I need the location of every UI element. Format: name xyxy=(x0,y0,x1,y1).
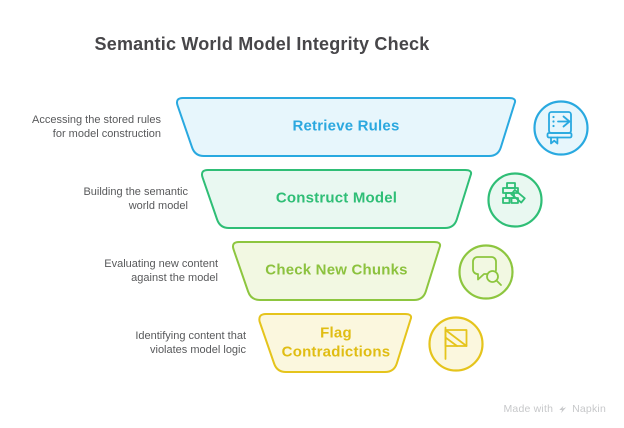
step-4-title: Flag Contradictions xyxy=(281,324,391,360)
step-2-title: Construct Model xyxy=(275,189,398,207)
napkin-credit: Made with Napkin xyxy=(503,403,606,415)
book-rules-icon xyxy=(532,99,590,157)
step-4-description: Identifying content that violates model … xyxy=(135,329,246,356)
brand-label: Napkin xyxy=(572,403,606,415)
napkin-logo-icon xyxy=(559,405,567,413)
step-1-description: Accessing the stored rules for model con… xyxy=(31,113,161,140)
funnel-segment-check-new-chunks xyxy=(231,241,442,301)
funnel-segment-retrieve-rules xyxy=(175,97,517,157)
funnel-segment-flag-contradictions xyxy=(258,313,413,373)
diagram-title: Semantic World Model Integrity Check xyxy=(94,34,430,54)
step-3-description: Evaluating new content against the model xyxy=(104,257,218,284)
funnel-segment-construct-model xyxy=(200,169,473,229)
flag-icon xyxy=(427,315,485,373)
made-with-label: Made with xyxy=(503,403,554,415)
step-1-title: Retrieve Rules xyxy=(292,117,400,135)
step-3-title: Check New Chunks xyxy=(265,261,408,279)
chat-search-icon xyxy=(457,243,515,301)
step-2-description: Building the semantic world model xyxy=(83,185,188,212)
building-blocks-icon xyxy=(486,171,544,229)
